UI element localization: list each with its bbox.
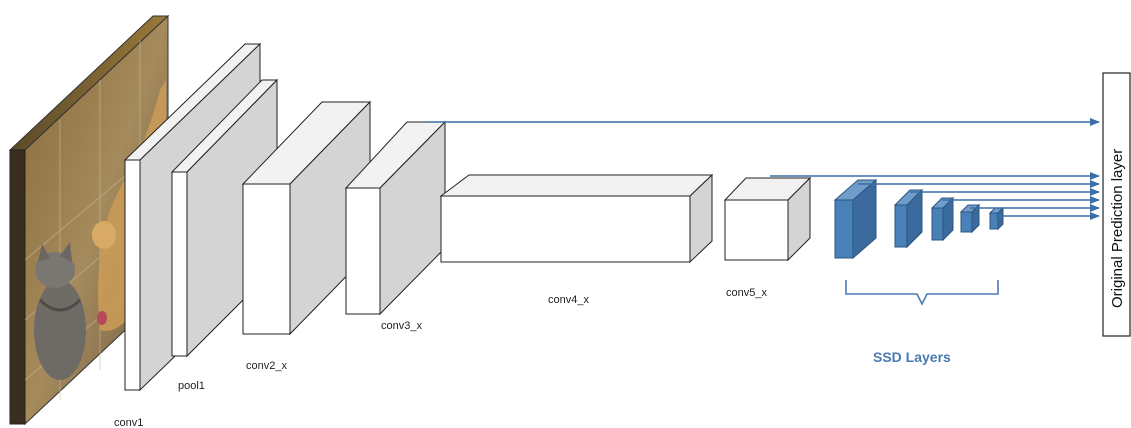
ssd-layer-1	[833, 178, 878, 260]
layer-conv5_x	[723, 176, 812, 262]
ssd-layers	[833, 178, 1005, 260]
ssd-bracket	[845, 280, 999, 306]
ssd-layer-4	[959, 203, 981, 234]
connection-arrows	[425, 118, 1100, 220]
layer-conv3_x	[344, 120, 447, 316]
prediction-layer-label: Original Prediction layer	[1109, 149, 1126, 308]
label-conv5_x: conv5_x	[726, 287, 767, 299]
label-conv1: conv1	[114, 417, 143, 428]
prediction-layer: Original Prediction layer	[1102, 72, 1131, 337]
label-conv4_x: conv4_x	[548, 294, 589, 306]
label-ssd-layers: SSD Layers	[873, 349, 951, 365]
ssd-layer-2	[893, 188, 924, 249]
ssd-layer-3	[930, 196, 955, 242]
layer-conv2_x	[241, 100, 372, 336]
ssd-layer-5	[988, 206, 1005, 231]
input-image-edge	[9, 149, 26, 425]
cat-icon	[34, 242, 86, 380]
label-conv3_x: conv3_x	[381, 320, 422, 332]
label-pool1: pool1	[178, 380, 205, 392]
layer-conv4_x	[439, 173, 714, 264]
label-conv2_x: conv2_x	[246, 360, 287, 372]
